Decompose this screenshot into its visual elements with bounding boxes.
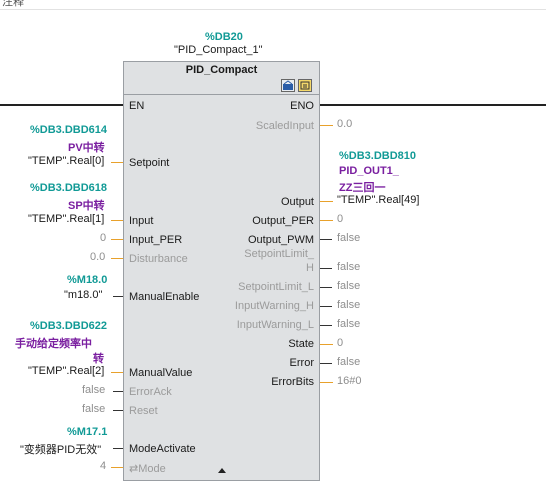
reset-value[interactable]: false: [82, 403, 106, 415]
error-bits-value[interactable]: 16#0: [337, 375, 362, 387]
manual-value-comment-line1: 手动给定频率中: [15, 338, 92, 350]
setpoint-limit-l-value[interactable]: false: [337, 280, 361, 292]
pin-mode[interactable]: ⇄Mode: [129, 463, 166, 475]
setpoint-limit-h-value[interactable]: false: [337, 261, 361, 273]
input-warning-h-value[interactable]: false: [337, 299, 361, 311]
input-per-value[interactable]: 0: [100, 232, 107, 244]
manual-value-tag[interactable]: "TEMP".Real[2]: [28, 365, 105, 377]
state-connector: [320, 344, 333, 345]
mode-activate-connector: [113, 448, 123, 449]
power-rail-left: [0, 104, 123, 106]
input-warning-h-connector: [320, 306, 332, 307]
pin-setpoint[interactable]: Setpoint: [129, 157, 170, 169]
pin-output-pwm[interactable]: Output_PWM: [247, 234, 314, 246]
reset-connector: [113, 410, 123, 411]
setpoint-address[interactable]: %DB3.DBD614: [30, 124, 108, 136]
mode-value[interactable]: 4: [100, 460, 107, 472]
pin-error-ack[interactable]: ErrorAck: [129, 386, 172, 398]
error-ack-value[interactable]: false: [82, 384, 106, 396]
input-warning-l-value[interactable]: false: [337, 318, 361, 330]
block-type-title: PID_Compact: [185, 64, 258, 76]
manual-enable-connector: [113, 296, 123, 297]
pin-en[interactable]: EN: [129, 100, 145, 112]
output-tag[interactable]: "TEMP".Real[49]: [337, 194, 420, 206]
pin-setpoint-limit-l[interactable]: SetpointLimit_L: [238, 281, 314, 293]
pin-output-per[interactable]: Output_PER: [252, 215, 314, 227]
output-per-connector: [320, 220, 333, 221]
mode-activate-address[interactable]: %M17.1: [67, 426, 108, 438]
error-bits-connector: [320, 382, 333, 383]
error-connector: [320, 363, 332, 364]
pin-output[interactable]: Output: [280, 196, 314, 208]
error-ack-connector: [113, 391, 123, 392]
instance-db-name[interactable]: "PID_Compact_1": [174, 44, 263, 56]
disturbance-connector: [111, 258, 123, 259]
pin-state[interactable]: State: [288, 338, 314, 350]
disturbance-value[interactable]: 0.0: [90, 251, 106, 263]
output-connector: [320, 201, 333, 202]
setpoint-limit-l-connector: [320, 287, 332, 288]
pin-input-per[interactable]: Input_PER: [129, 234, 183, 246]
pin-manual-value[interactable]: ManualValue: [129, 367, 193, 379]
power-rail-right: [320, 104, 546, 106]
output-pwm-connector: [320, 239, 332, 240]
manual-value-connector: [111, 372, 123, 373]
pin-input-warning-h[interactable]: InputWarning_H: [234, 300, 314, 312]
mode-activate-tag[interactable]: "变频器PID无效": [20, 444, 102, 456]
setpoint-comment: PV中转: [68, 142, 105, 154]
manual-value-address[interactable]: %DB3.DBD622: [30, 320, 108, 332]
input-comment: SP中转: [68, 200, 105, 212]
mode-connector: [111, 467, 123, 468]
block-protect-icon[interactable]: [298, 79, 312, 92]
network-comment-bar: 注释: [0, 0, 546, 10]
input-per-connector: [111, 239, 123, 240]
instance-db-address[interactable]: %DB20: [205, 31, 243, 43]
manual-enable-address[interactable]: %M18.0: [67, 274, 108, 286]
setpoint-limit-h-connector: [320, 268, 332, 269]
setpoint-tag[interactable]: "TEMP".Real[0]: [28, 155, 105, 167]
input-address[interactable]: %DB3.DBD618: [30, 182, 108, 194]
pin-manual-enable[interactable]: ManualEnable: [129, 291, 200, 303]
output-pwm-value[interactable]: false: [337, 232, 361, 244]
output-comment-line1: PID_OUT1_: [339, 165, 399, 177]
input-tag[interactable]: "TEMP".Real[1]: [28, 213, 105, 225]
manual-enable-tag[interactable]: "m18.0": [64, 289, 103, 301]
pin-reset[interactable]: Reset: [129, 405, 158, 417]
pin-input[interactable]: Input: [129, 215, 154, 227]
pin-setpoint-limit-h-line2[interactable]: H: [306, 262, 314, 274]
input-connector: [111, 220, 123, 221]
block-online-icon[interactable]: [281, 79, 295, 92]
pin-error-bits[interactable]: ErrorBits: [271, 376, 314, 388]
output-address[interactable]: %DB3.DBD810: [339, 150, 417, 162]
pin-input-warning-l[interactable]: InputWarning_L: [236, 319, 314, 331]
scaled-input-connector: [320, 125, 333, 126]
pin-error[interactable]: Error: [289, 357, 314, 369]
pin-mode-activate[interactable]: ModeActivate: [129, 443, 196, 455]
insert-cursor-icon: [218, 468, 226, 473]
error-value[interactable]: false: [337, 356, 361, 368]
state-value[interactable]: 0: [337, 337, 344, 349]
setpoint-connector: [111, 162, 123, 163]
pid-compact-block[interactable]: PID_Compact EN Setpoint Input Input_PER …: [123, 61, 320, 481]
pin-eno[interactable]: ENO: [290, 100, 314, 112]
output-per-value[interactable]: 0: [337, 213, 344, 225]
network-comment-label: 注释: [2, 0, 24, 8]
input-warning-l-connector: [320, 325, 332, 326]
pin-disturbance[interactable]: Disturbance: [129, 253, 188, 265]
manual-value-comment-line2: 转: [93, 353, 104, 365]
pin-setpoint-limit-h-line1[interactable]: SetpointLimit_: [244, 248, 314, 260]
scaled-input-value[interactable]: 0.0: [337, 118, 353, 130]
output-comment-line2: ZZ三回一: [339, 182, 386, 194]
block-header-separator: [124, 94, 319, 95]
pin-scaled-input[interactable]: ScaledInput: [255, 120, 314, 132]
